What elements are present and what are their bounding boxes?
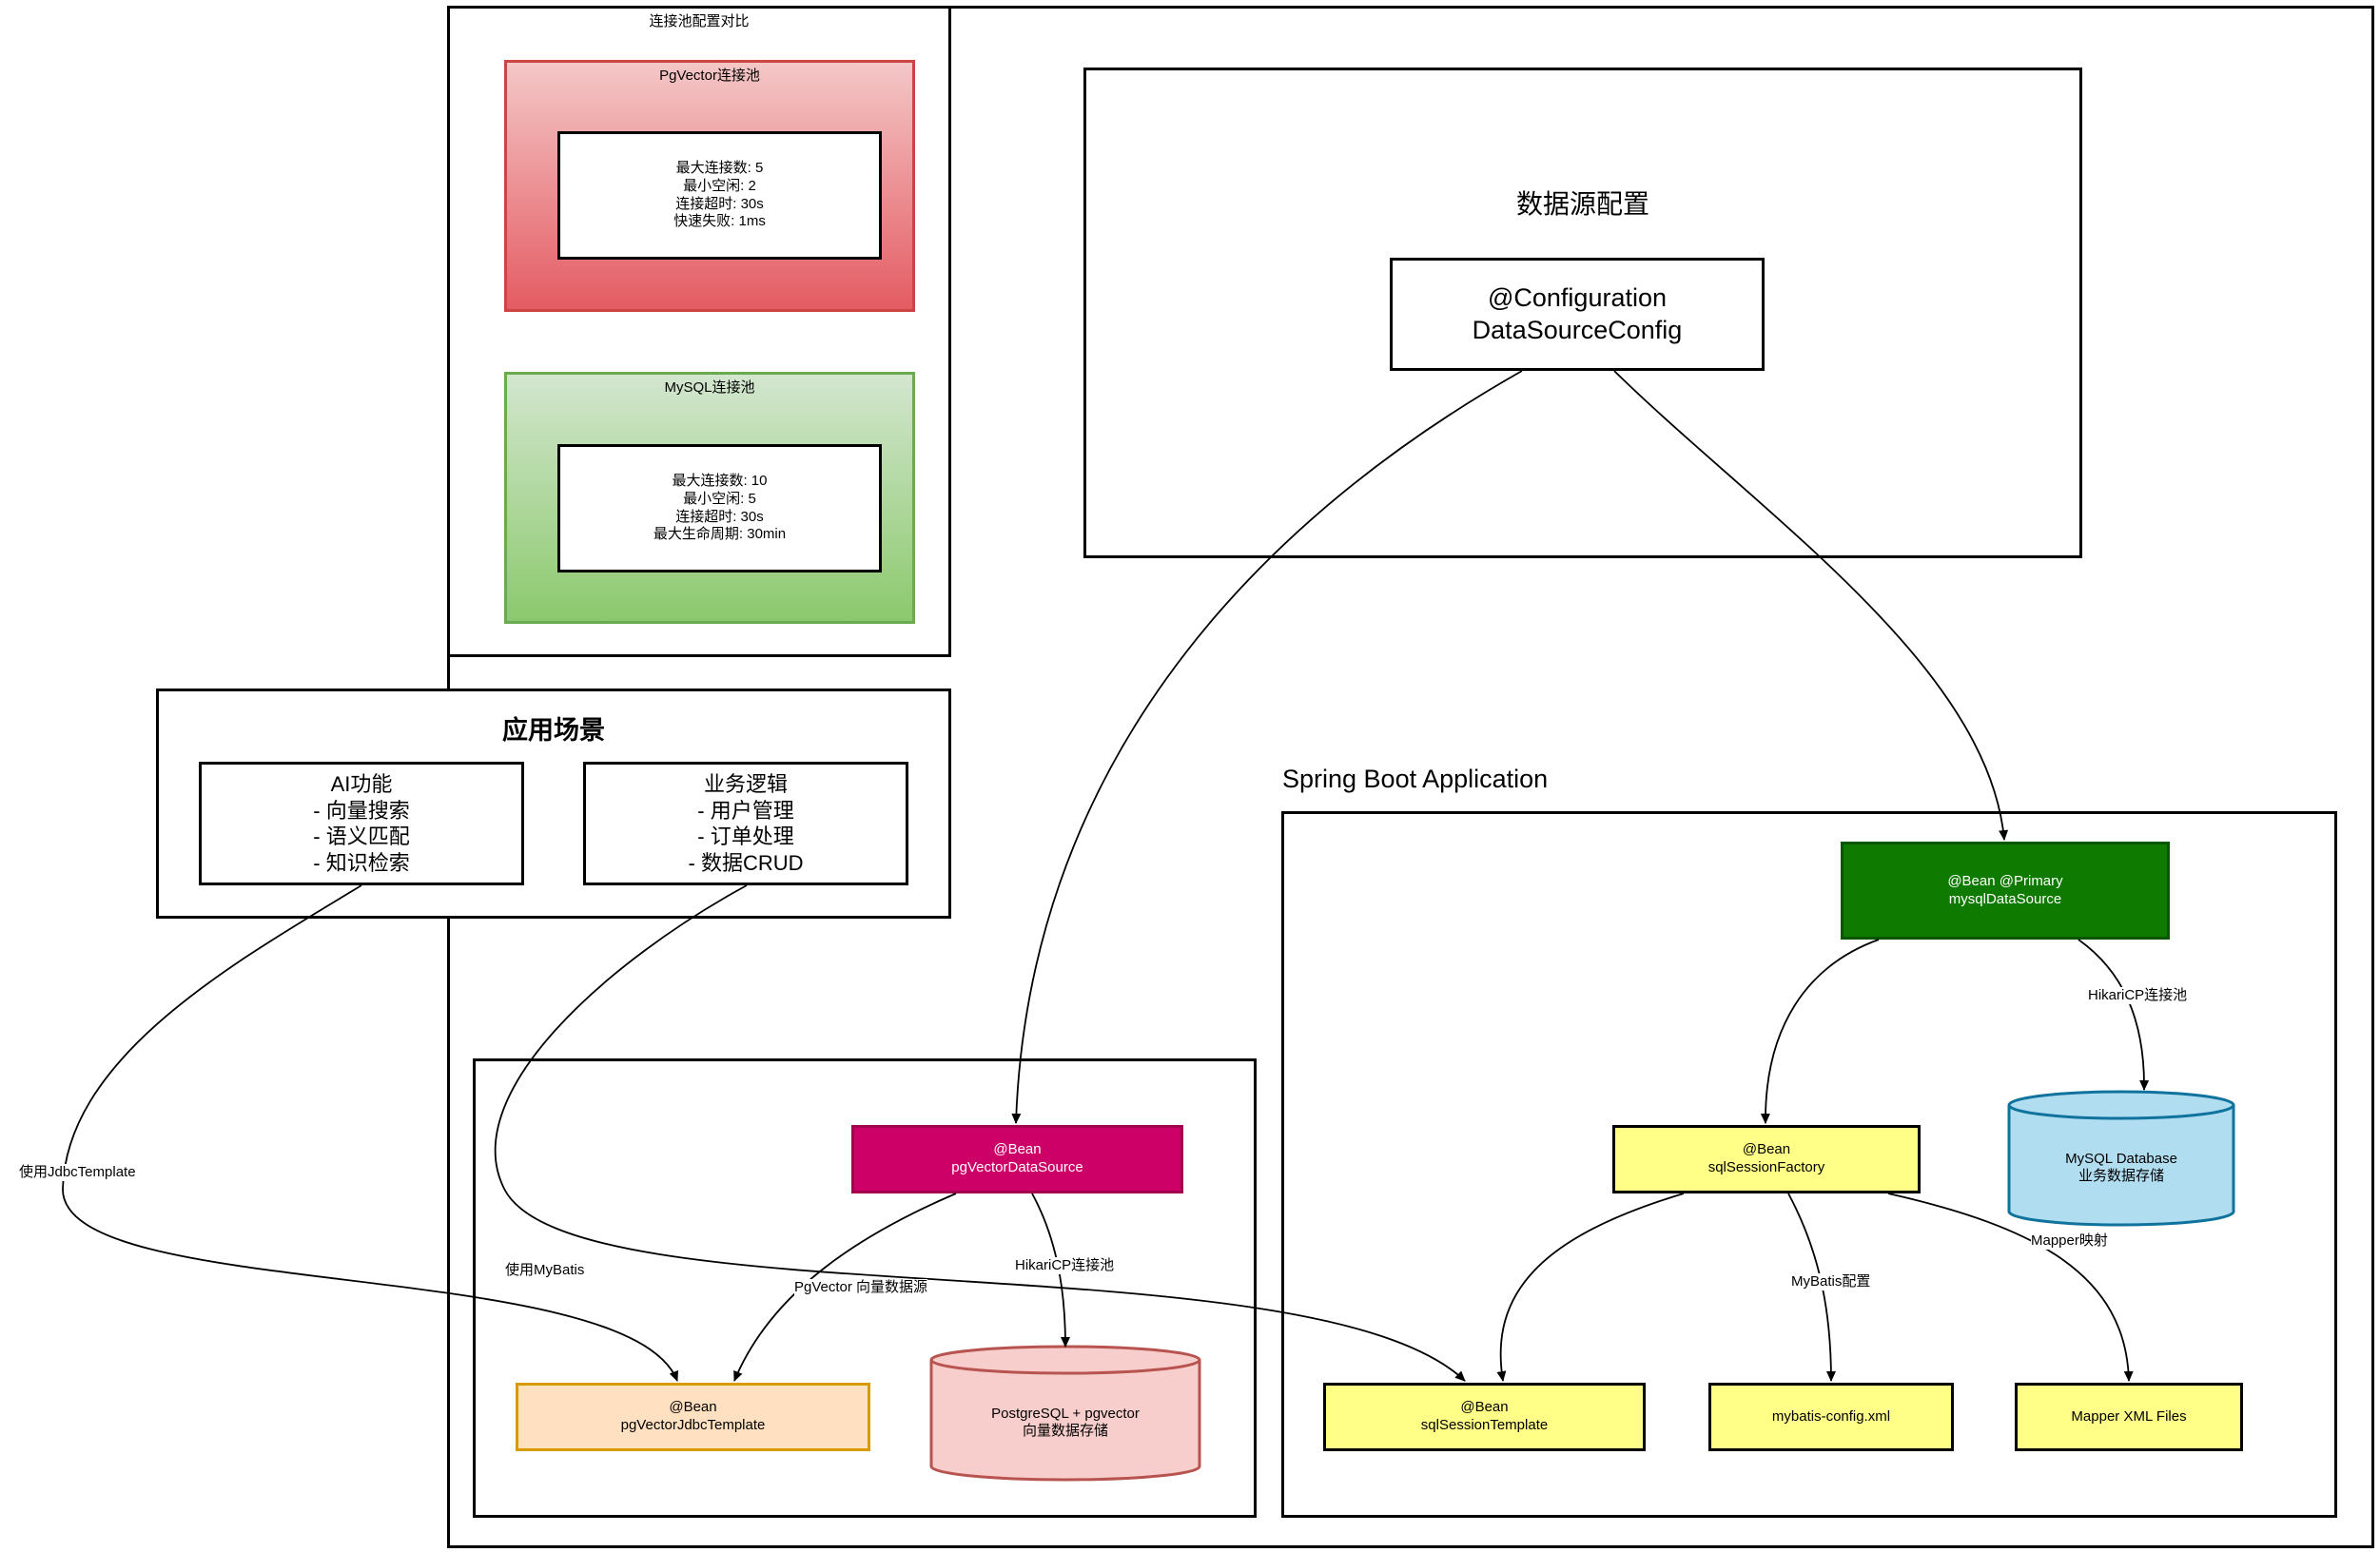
postgresql-database-label: PostgreSQL + pgvector 向量数据存储 [991, 1406, 1140, 1439]
edge-config-to-pg-ds [1011, 370, 1523, 1124]
session-template-bean: @Bean sqlSessionTemplate [1323, 1383, 1646, 1451]
label-use-jdbc: 使用JdbcTemplate [19, 1164, 136, 1181]
mapper-xml-files: Mapper XML Files [2015, 1383, 2243, 1451]
spring-app-container [1281, 811, 2337, 1518]
pg-pool-title: PgVector连接池 [659, 68, 760, 84]
spring-app-title: Spring Boot Application [1282, 765, 1549, 793]
session-factory-bean: @Bean sqlSessionFactory [1612, 1125, 1921, 1193]
pool-compare-title: 连接池配置对比 [649, 13, 750, 29]
mysql-pool-detail: 最大连接数: 10 最小空闲: 5 连接超时: 30s 最大生命周期: 30mi… [557, 444, 882, 572]
scenario-biz: 业务逻辑 - 用户管理 - 订单处理 - 数据CRUD [583, 762, 908, 885]
mysql-datasource-bean: @Bean @Primary mysqlDataSource [1841, 842, 2170, 940]
postgresql-database [929, 1345, 1201, 1482]
edge-pg-ds-to-jdbc [733, 1193, 957, 1382]
mysql-database [2007, 1090, 2235, 1227]
label-pg-vector-src: PgVector 向量数据源 [794, 1279, 928, 1296]
label-hikari-mysql: HikariCP连接池 [2088, 987, 2188, 1004]
edge-mysql-ds-to-factory [1760, 939, 1880, 1124]
mysql-database-label: MySQL Database 业务数据存储 [2065, 1151, 2177, 1184]
datasource-config-title: 数据源配置 [1515, 189, 1649, 219]
pg-pool-detail: 最大连接数: 5 最小空闲: 2 连接超时: 30s 快速失败: 1ms [557, 131, 882, 260]
edge-ai-to-jdbc [62, 884, 678, 1382]
scenario-ai: AI功能 - 向量搜索 - 语义匹配 - 知识检索 [199, 762, 524, 885]
label-mybatis-cfg: MyBatis配置 [1791, 1273, 1871, 1290]
scenarios-title: 应用场景 [502, 716, 605, 745]
edge-mysql-ds-to-mysql-db [2078, 939, 2150, 1091]
mysql-pool-title: MySQL连接池 [664, 379, 755, 396]
pg-datasource-bean: @Bean pgVectorDataSource [851, 1125, 1183, 1193]
edge-biz-to-template [494, 884, 1466, 1382]
edge-config-to-mysql-ds [1613, 370, 2009, 841]
edge-factory-to-mapper [1887, 1193, 2134, 1382]
pg-group-container [473, 1058, 1257, 1518]
label-use-mybatis: 使用MyBatis [505, 1262, 585, 1279]
datasource-config-class: @Configuration DataSourceConfig [1390, 258, 1765, 371]
label-mapper-map: Mapper映射 [2031, 1232, 2108, 1250]
mybatis-config-file: mybatis-config.xml [1708, 1383, 1954, 1451]
edge-factory-to-template [1496, 1193, 1685, 1382]
pg-jdbc-template-bean: @Bean pgVectorJdbcTemplate [516, 1383, 870, 1451]
label-hikari-pg: HikariCP连接池 [1015, 1257, 1115, 1274]
